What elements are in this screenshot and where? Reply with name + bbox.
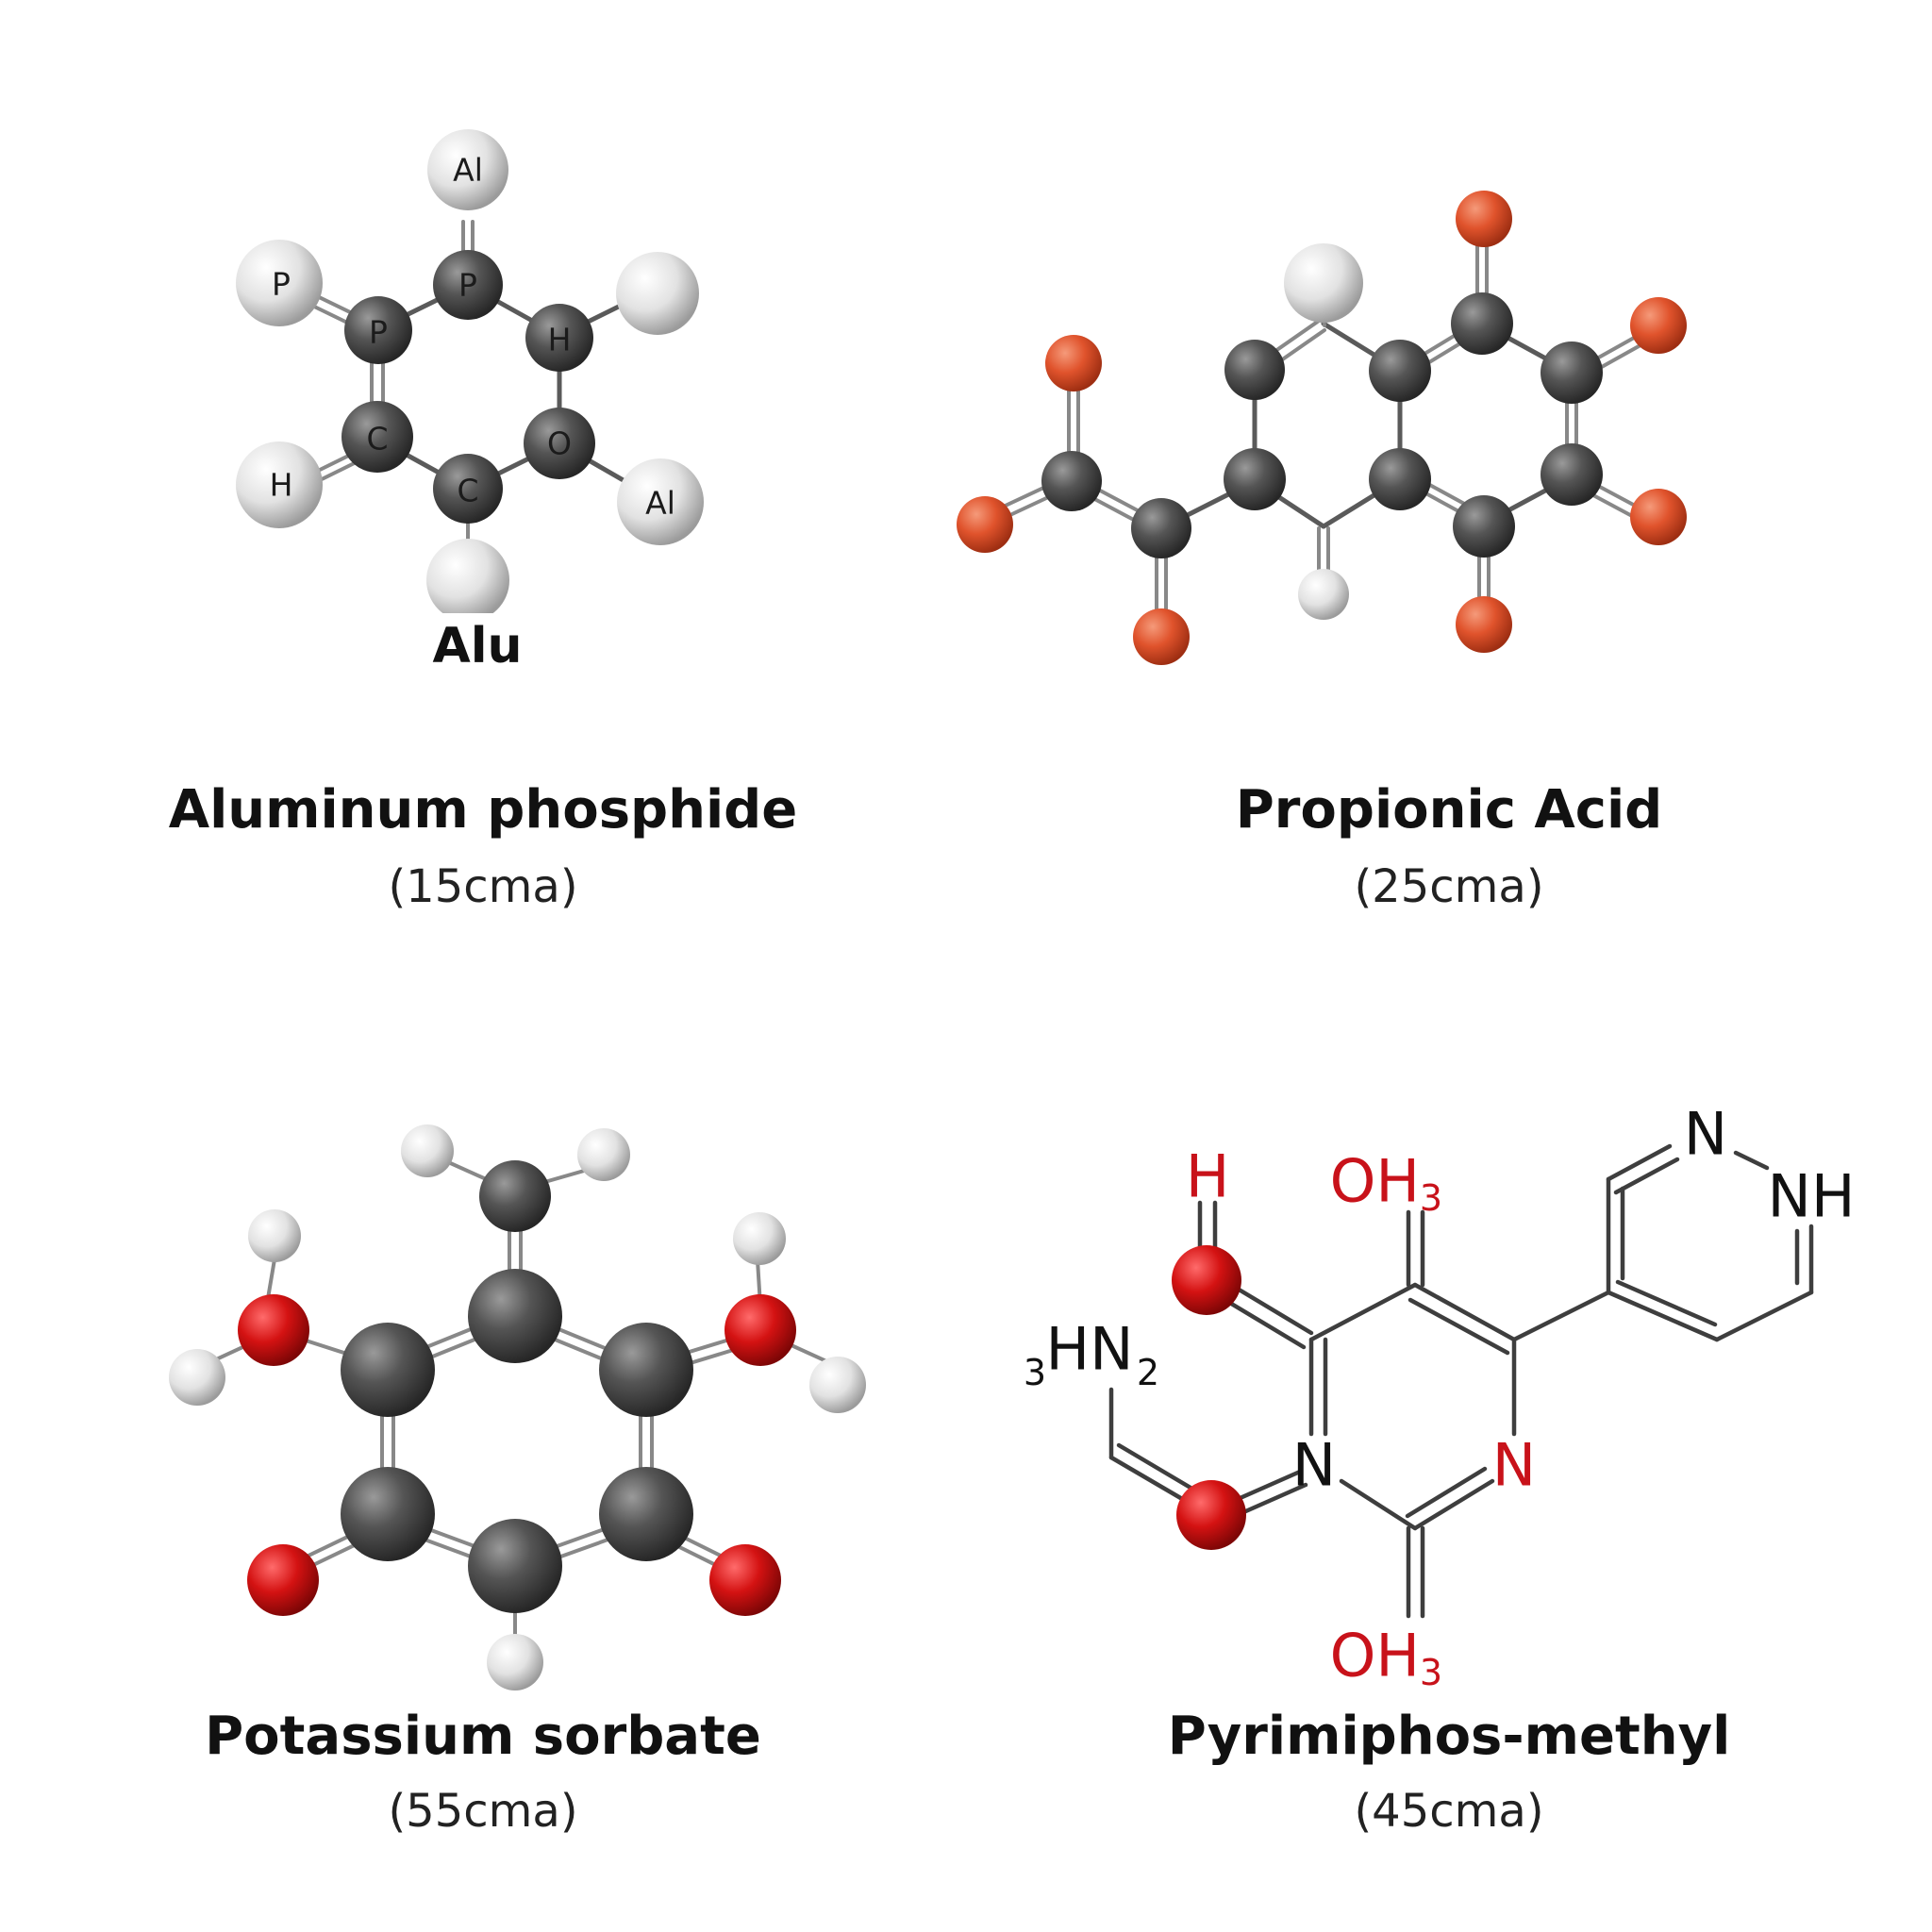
molecule-name: Potassium sorbate bbox=[205, 1706, 761, 1767]
atom-h-top-left bbox=[401, 1124, 454, 1177]
molecule-name: Aluminum phosphide bbox=[168, 779, 798, 841]
label-al-right: Al bbox=[645, 485, 675, 522]
panel-pyrimiphos-methyl: H OH 3 3 HN 2 N N OH 3 N NH Pyrimiphos-m… bbox=[966, 966, 1932, 1932]
pyrimiphos-methyl-structure: H OH 3 3 HN 2 N N OH 3 N NH bbox=[1024, 1100, 1856, 1694]
atoms bbox=[169, 1124, 866, 1690]
atom-o-bottom-right bbox=[709, 1544, 781, 1616]
atom-c-ring-top bbox=[468, 1269, 562, 1363]
label-oh-top: OH bbox=[1330, 1147, 1420, 1216]
panel-propionic-acid: Propionic Acid (25cma) bbox=[957, 0, 1932, 966]
atom-h-right bbox=[616, 252, 699, 335]
atom-h-right-top bbox=[733, 1212, 786, 1265]
atom-h-bottom bbox=[487, 1634, 543, 1690]
atom-c-1 bbox=[1224, 340, 1285, 400]
label-hn-sub: 2 bbox=[1137, 1352, 1159, 1393]
panel-potassium-sorbate: Potassium sorbate (55cma) bbox=[0, 966, 966, 1932]
label-h-ring: H bbox=[548, 322, 572, 358]
atom-c-ring-bottom bbox=[468, 1519, 562, 1613]
atom-o-right bbox=[1630, 489, 1687, 545]
atom-al-top bbox=[427, 129, 508, 210]
atom-p-ring-top bbox=[433, 250, 503, 320]
label-hn-prefix: 3 bbox=[1024, 1352, 1046, 1393]
atom-h-left-top bbox=[248, 1209, 301, 1262]
atom-o-left bbox=[238, 1294, 309, 1366]
atom-h-left bbox=[169, 1349, 225, 1406]
atom-o-bottom-left bbox=[247, 1544, 319, 1616]
label-n-pyridazine: N bbox=[1684, 1100, 1727, 1169]
label-h-top: H bbox=[1186, 1142, 1230, 1211]
atom-c-ring-bottom bbox=[433, 454, 503, 524]
panel-aluminum-phosphide: Al P P P H C O C H Al Alu Aluminum phosp… bbox=[0, 0, 966, 966]
molecule-mass: (25cma) bbox=[1354, 860, 1544, 913]
label-n-right: N bbox=[1492, 1431, 1536, 1500]
label-oh-bottom-sub: 3 bbox=[1420, 1652, 1442, 1693]
atom-o-right-top bbox=[1630, 297, 1687, 354]
atom-o-left-top bbox=[1045, 335, 1102, 391]
label-oh-top-sub: 3 bbox=[1420, 1177, 1442, 1219]
atom-c-4 bbox=[1541, 341, 1603, 404]
atom-h-right bbox=[809, 1357, 866, 1413]
atom-c-ring-lr bbox=[599, 1467, 693, 1561]
molecule-name: Pyrimiphos-methyl bbox=[1167, 1706, 1731, 1767]
atoms bbox=[236, 129, 704, 632]
aluminum-phosphide-structure: Al P P P H C O C H Al Alu bbox=[236, 129, 704, 675]
label-al-top: Al bbox=[453, 152, 483, 189]
atom-c-top bbox=[479, 1160, 551, 1232]
molecule-mass: (15cma) bbox=[388, 860, 578, 913]
atom-h-bottom bbox=[1298, 569, 1349, 620]
atom-h-bottom bbox=[426, 539, 509, 622]
atom-labels: Al P P P H C O C H Al Alu bbox=[270, 152, 675, 675]
label-oh-bottom: OH bbox=[1330, 1622, 1420, 1690]
atom-c-ring-ll bbox=[341, 1467, 435, 1561]
atom-c-5 bbox=[1041, 451, 1102, 511]
atom-c-6 bbox=[1224, 448, 1286, 510]
label-h-left: H bbox=[270, 467, 293, 504]
atom-o-ring bbox=[524, 408, 595, 479]
label-n-left: N bbox=[1292, 1431, 1336, 1500]
atom-o-top bbox=[1456, 191, 1512, 247]
label-o-ring: O bbox=[547, 425, 572, 462]
atom-c-10 bbox=[1453, 495, 1515, 558]
atom-o-bottom-right bbox=[1456, 596, 1512, 653]
atom-c-7 bbox=[1369, 448, 1431, 510]
atom-h-ring bbox=[525, 304, 593, 372]
atom-o-right bbox=[724, 1294, 796, 1366]
atom-p-left bbox=[236, 240, 323, 326]
label-hn: HN bbox=[1046, 1315, 1134, 1384]
fragment-label: Alu bbox=[432, 618, 522, 675]
atom-h-left bbox=[236, 441, 323, 528]
atom-o-left bbox=[957, 496, 1013, 553]
atom-c-2 bbox=[1369, 340, 1431, 402]
atom-o-lower bbox=[1176, 1480, 1246, 1550]
atoms bbox=[1172, 1245, 1246, 1550]
atom-labels: H OH 3 3 HN 2 N N OH 3 N NH bbox=[1024, 1100, 1856, 1694]
label-p-left: P bbox=[272, 266, 291, 303]
label-c-ring-bottom: C bbox=[457, 473, 478, 509]
atom-h-top bbox=[1284, 243, 1363, 323]
molecule-mass: (45cma) bbox=[1354, 1785, 1544, 1838]
atom-c-9 bbox=[1131, 498, 1191, 558]
label-p-ring-top: P bbox=[458, 267, 477, 304]
atom-c-3 bbox=[1451, 292, 1513, 355]
atom-c-ring-ur bbox=[599, 1323, 693, 1417]
atom-p-ring-left bbox=[344, 296, 412, 364]
potassium-sorbate-structure bbox=[169, 1124, 866, 1690]
propionic-acid-structure bbox=[957, 191, 1687, 665]
atom-o-upper bbox=[1172, 1245, 1241, 1315]
molecule-name: Propionic Acid bbox=[1235, 779, 1663, 841]
atoms bbox=[957, 191, 1687, 665]
atom-h-top-right bbox=[577, 1128, 630, 1181]
atom-al-right bbox=[617, 458, 704, 545]
label-c-ring-left: C bbox=[366, 421, 388, 458]
label-nh-pyridazine: NH bbox=[1768, 1162, 1856, 1231]
atom-o-bottom-left bbox=[1133, 608, 1190, 665]
atom-c-8 bbox=[1541, 443, 1603, 506]
molecule-mass: (55cma) bbox=[388, 1785, 578, 1838]
atom-c-ring-ul bbox=[341, 1323, 435, 1417]
label-p-ring-left: P bbox=[369, 314, 388, 351]
atom-c-ring-left bbox=[341, 401, 413, 473]
